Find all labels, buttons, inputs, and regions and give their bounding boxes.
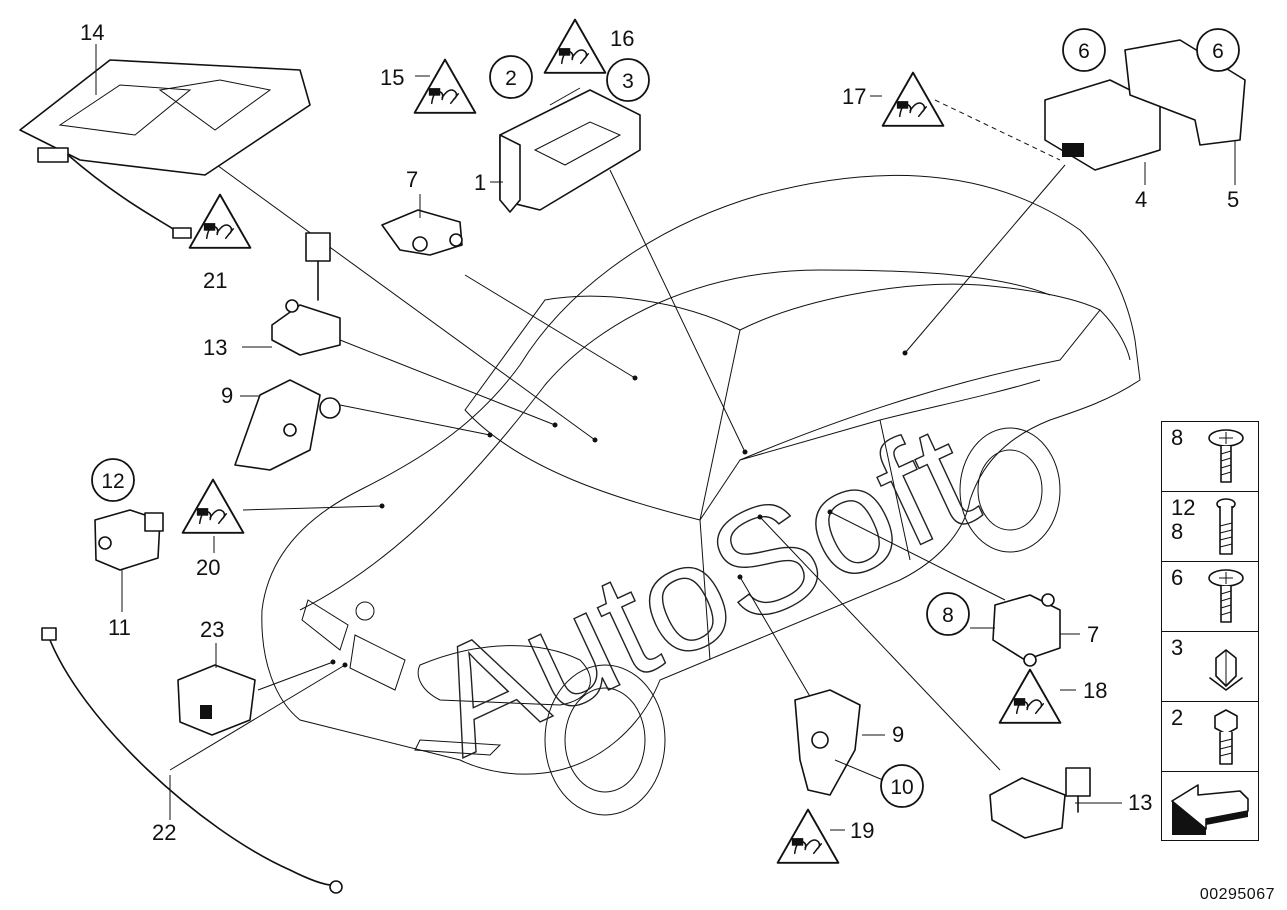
circle-callout-3: 3 (606, 58, 650, 102)
front-sensor-23 (177, 664, 256, 736)
hardware-legend: 8 12 8 6 3 2 (1161, 421, 1259, 841)
nut-icon (1209, 649, 1243, 691)
legend-row-screw-8: 8 (1161, 421, 1259, 491)
callout-14: 14 (80, 20, 104, 45)
circle-callout-8: 8 (926, 592, 970, 636)
leader-dots (330, 350, 908, 668)
callout-19: 19 (850, 818, 874, 843)
bolt-icon (1216, 498, 1236, 555)
svg-text:12: 12 (101, 470, 124, 493)
callout-15: 15 (380, 65, 404, 90)
legend-label: 12 8 (1171, 495, 1196, 544)
circle-callout-6a: 6 (1062, 28, 1106, 72)
sensor-connector-left (271, 232, 341, 356)
legend-row-arrow (1161, 771, 1259, 841)
callout-23: 23 (200, 617, 224, 642)
legend-label: 3 (1171, 635, 1184, 660)
callout-9-bottom: 9 (892, 722, 904, 747)
callout-17: 17 (842, 84, 866, 109)
callout-9-left: 9 (221, 383, 233, 408)
hex-bolt-icon (1214, 709, 1238, 765)
watermark-text: AutoSoft (405, 392, 997, 787)
callout-5: 5 (1227, 187, 1239, 212)
svg-text:8: 8 (942, 604, 954, 627)
legend-row-nut-3: 3 (1161, 631, 1259, 701)
label-ticks (95, 44, 1236, 831)
svg-text:3: 3 (622, 70, 634, 93)
callout-7-top: 7 (406, 167, 418, 192)
legend-row-bolt-2: 2 (1161, 701, 1259, 771)
callout-13-right: 13 (1128, 790, 1152, 815)
direction-arrow-icon (1171, 784, 1249, 835)
airbag-warning-icon-18 (998, 668, 1062, 724)
legend-label: 2 (1171, 705, 1184, 730)
airbag-warning-icon-21 (188, 193, 252, 249)
leader-lines (169, 87, 1066, 771)
airbag-warning-icon-17 (881, 71, 945, 127)
airbag-warning-icon-15 (413, 58, 477, 114)
callout-21: 21 (203, 268, 227, 293)
callout-4: 4 (1135, 187, 1147, 212)
legend-row-screw-6: 6 (1161, 561, 1259, 631)
crash-sensor-11 (94, 509, 164, 571)
airbag-warning-icon-20 (181, 478, 245, 534)
callout-18: 18 (1083, 678, 1107, 703)
screw-washer-icon (1208, 569, 1244, 623)
callout-22: 22 (152, 820, 176, 845)
callout-11: 11 (108, 615, 131, 640)
circle-callout-6b: 6 (1196, 28, 1240, 72)
airbag-warning-icon-19 (776, 808, 840, 864)
callout-1: 1 (474, 170, 486, 195)
svg-text:6: 6 (1078, 40, 1090, 63)
legend-label: 6 (1171, 565, 1184, 590)
car-outline (261, 174, 1141, 816)
airbag-warning-icon-16 (543, 18, 607, 74)
callout-20: 20 (196, 555, 220, 580)
callout-7-right: 7 (1087, 622, 1099, 647)
document-id: 00295067 (1199, 886, 1275, 903)
airbag-control-unit (499, 89, 641, 213)
circle-callout-10: 10 (880, 764, 924, 808)
callout-16: 16 (610, 26, 634, 51)
pressure-sensor-left (234, 379, 341, 471)
circle-callout-2: 2 (489, 55, 533, 99)
svg-text:10: 10 (890, 776, 913, 799)
callout-13-left: 13 (203, 335, 227, 360)
side-sensor-top (381, 209, 463, 256)
sensor-connector-right (989, 767, 1091, 839)
legend-row-bolt-12-8: 12 8 (1161, 491, 1259, 561)
pressure-sensor-bottom (794, 689, 861, 796)
circle-callout-12: 12 (91, 458, 135, 502)
screw-washer-icon (1208, 429, 1244, 483)
ground-cable (41, 627, 343, 894)
side-sensor-right (992, 593, 1061, 667)
legend-label: 8 (1171, 425, 1184, 450)
svg-text:2: 2 (505, 67, 517, 90)
seat-occupancy-mat (19, 59, 311, 239)
svg-text:6: 6 (1212, 40, 1224, 63)
